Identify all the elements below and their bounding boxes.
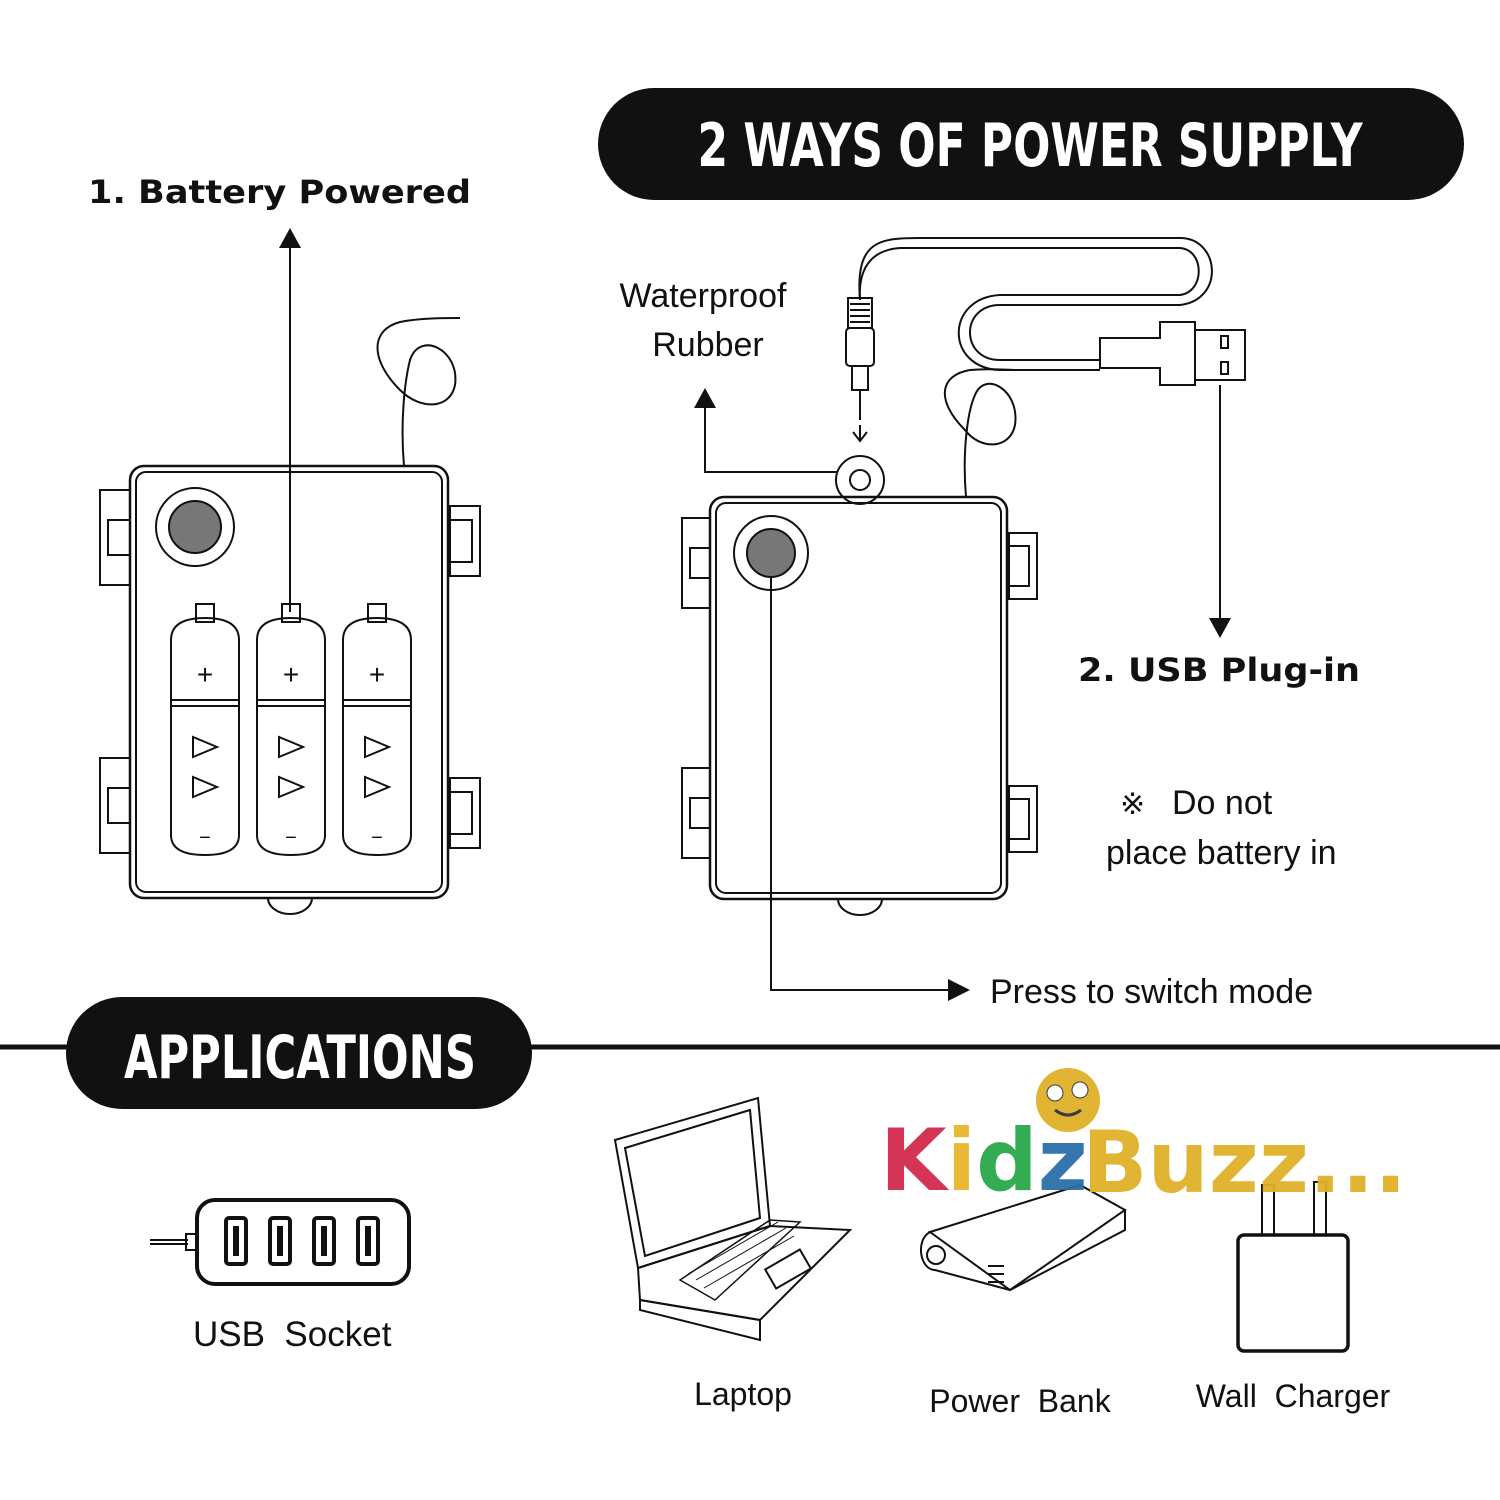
mode-button-closed (733, 515, 809, 591)
laptop-label: Laptop (694, 1376, 792, 1412)
kidzbuzz-logo: Kidz Buzz... (880, 1068, 1407, 1213)
wall-charger-icon (1236, 1181, 1350, 1353)
usb-cable (845, 237, 1246, 443)
usb-plugin-label: 2. USB Plug-in (1078, 651, 1360, 689)
applications-banner: APPLICATIONS (66, 997, 532, 1109)
aa-battery: +− (342, 603, 412, 857)
laptop-icon (613, 1096, 853, 1342)
logo-buzz-text: Buzz... (1082, 1113, 1407, 1213)
page-title: 2 WAYS OF POWER SUPPLY (698, 111, 1364, 181)
aa-battery: +− (170, 603, 240, 857)
usb-port (312, 1216, 336, 1266)
battery-box-closed (681, 368, 1038, 916)
waterproof-label-line2: Rubber (652, 326, 764, 364)
usb-port (224, 1216, 248, 1266)
switch-arrow (770, 578, 970, 1001)
wall-charger-label: Wall Charger (1196, 1378, 1391, 1414)
battery-mark: + (197, 659, 213, 690)
aa-battery: +− (256, 603, 326, 857)
battery-mark: − (199, 827, 211, 849)
title-banner: 2 WAYS OF POWER SUPPLY (598, 88, 1464, 200)
power-bank-icon (920, 1183, 1127, 1292)
svg-text:Kidz: Kidz (880, 1111, 1088, 1211)
battery-mark: + (283, 659, 299, 690)
waterproof-arrow (694, 388, 838, 473)
battery-mark: − (285, 827, 297, 849)
note-line1: Do not (1172, 784, 1273, 822)
battery-box-open: +−+−+− (99, 317, 481, 915)
battery-powered-label: 1. Battery Powered (88, 173, 471, 211)
mode-button (155, 487, 235, 567)
applications-title: APPLICATIONS (124, 1023, 476, 1093)
battery-mark: − (371, 827, 383, 849)
usb-port (356, 1216, 380, 1266)
note-symbol: ※ (1120, 788, 1145, 821)
note-line2: place battery in (1106, 834, 1337, 872)
usb-port (268, 1216, 292, 1266)
usb-hub-icon (150, 1198, 411, 1286)
waterproof-label-line1: Waterproof (620, 277, 787, 315)
usb-socket-label: USB Socket (193, 1315, 392, 1354)
usb-arrow (1209, 385, 1231, 638)
switch-mode-label: Press to switch mode (990, 973, 1313, 1011)
battery-mark: + (369, 659, 385, 690)
power-bank-label: Power Bank (929, 1383, 1111, 1419)
battery-arrow (279, 228, 301, 612)
